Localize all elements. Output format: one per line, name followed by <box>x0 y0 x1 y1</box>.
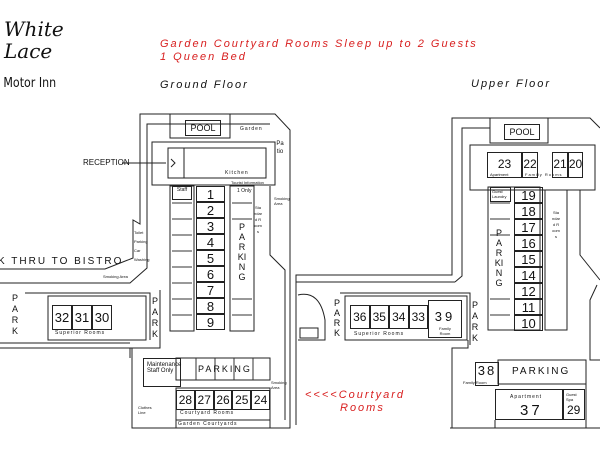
room-12[interactable]: 12 <box>514 283 543 299</box>
room-37[interactable]: Apartment 37 <box>495 389 563 420</box>
header-line1: Garden Courtyard Rooms Sleep up to 2 Gue… <box>160 38 478 50</box>
logo-subtitle: Motor Inn <box>3 76 57 91</box>
room-4[interactable]: 4 <box>196 234 225 250</box>
room-20[interactable]: 20 <box>568 152 583 178</box>
guest-laundry: Guest Laundry <box>490 187 511 202</box>
room-15[interactable]: 15 <box>514 251 543 267</box>
room-34[interactable]: 34 <box>389 305 409 329</box>
room-31[interactable]: 31 <box>72 305 92 330</box>
garden-label: Garden <box>240 126 263 132</box>
room-11[interactable]: 11 <box>514 299 543 315</box>
upper-parking-label: PARKING <box>494 228 504 288</box>
logo-script: White Lace <box>4 17 64 63</box>
upper-pool: POOL <box>504 124 540 140</box>
logo: White Lace Motor Inn <box>0 18 90 91</box>
room-1[interactable]: 1 <box>196 186 225 202</box>
upper-park-left: PARK <box>333 298 341 338</box>
upper-standard-rooms-label: Standard Rooms <box>552 210 561 239</box>
family-room-39-label: Family Room <box>439 326 451 336</box>
upper-superior-label: Superior Rooms <box>354 331 405 337</box>
ground-parking-lower: PARKING <box>198 364 252 374</box>
header-line2: 1 Queen Bed <box>160 51 247 63</box>
room-36[interactable]: 36 <box>350 305 370 329</box>
room-18[interactable]: 18 <box>514 203 543 219</box>
ground-parking-label: PARKING <box>237 222 247 282</box>
room-10[interactable]: 10 <box>514 315 543 331</box>
smoking-area-lower-label: Smoking Area <box>103 274 128 279</box>
room-30[interactable]: 30 <box>92 305 112 330</box>
room-22[interactable]: 22 <box>522 152 538 178</box>
kitchen-label: Kitchen <box>225 170 249 176</box>
ground-park-right: PARK <box>151 296 159 339</box>
maintenance-room: Maintenance Staff Only <box>143 358 181 387</box>
room-26[interactable]: 26 <box>213 390 233 410</box>
room-8[interactable]: 8 <box>196 298 225 314</box>
smoking-area-label: Smoking Area <box>274 196 290 206</box>
upper-park-right: PARK <box>471 300 479 343</box>
room-38[interactable]: 38 <box>475 362 499 386</box>
room-21[interactable]: 21 <box>552 152 568 178</box>
room-14[interactable]: 14 <box>514 267 543 283</box>
courtyard-rooms-label: Rooms <box>340 402 385 414</box>
room-6[interactable]: 6 <box>196 266 225 282</box>
room-19[interactable]: 19 <box>514 187 543 203</box>
room-3[interactable]: 3 <box>196 218 225 234</box>
courtyard-arrow-label: <<<<Courtyard <box>305 389 405 401</box>
ground-superior-label: Superior Rooms <box>55 330 106 336</box>
ground-park-left: PARK <box>11 293 19 336</box>
courtyard-rooms-label: Courtyard Rooms <box>180 410 235 416</box>
bistro-label: K THRU TO BISTRO <box>0 256 124 267</box>
toilet-label: Toilet Parking Car Washing <box>134 230 150 262</box>
room-16[interactable]: 16 <box>514 235 543 251</box>
room-24[interactable]: 24 <box>251 390 270 410</box>
room-25[interactable]: 25 <box>232 390 252 410</box>
room-9[interactable]: 9 <box>196 314 225 330</box>
room-35[interactable]: 35 <box>369 305 389 329</box>
upper-parking-lower: PARKING <box>512 366 571 377</box>
staff-room: Staff <box>172 186 192 200</box>
family-rooms-label: Family Rooms <box>525 172 563 177</box>
room-7[interactable]: 7 <box>196 282 225 298</box>
ground-pool: POOL <box>185 120 221 136</box>
smoking-area-right-label: Smoking Area <box>271 380 287 390</box>
garden-courtyards-label: Garden Courtyards <box>178 421 238 427</box>
room-38-label: Family Room <box>463 380 487 385</box>
room-32[interactable]: 32 <box>52 305 72 330</box>
ground-floor-title: Ground Floor <box>160 79 249 91</box>
room-17[interactable]: 17 <box>514 219 543 235</box>
apartment-label: Apartment <box>490 172 509 177</box>
room-23[interactable]: 23 <box>487 152 522 178</box>
ground-standard-rooms-label: Standard Rooms <box>254 205 263 234</box>
reception-label: RECEPTION <box>83 158 130 167</box>
one-only-label: 1 Only <box>237 188 252 194</box>
room-39[interactable]: 39 <box>428 300 462 338</box>
room-5[interactable]: 5 <box>196 250 225 266</box>
room-27[interactable]: 27 <box>194 390 214 410</box>
room-2[interactable]: 2 <box>196 202 225 218</box>
room-29[interactable]: Guest Spa 29 <box>563 389 585 420</box>
tourist-info-label: Tourist Information <box>231 180 264 185</box>
clothes-line-label: Clothes Line <box>138 405 152 415</box>
room-33[interactable]: 33 <box>408 305 428 329</box>
upper-floor-title: Upper Floor <box>471 78 552 90</box>
room-28[interactable]: 28 <box>176 390 195 410</box>
patio-label: Patio <box>276 141 284 155</box>
